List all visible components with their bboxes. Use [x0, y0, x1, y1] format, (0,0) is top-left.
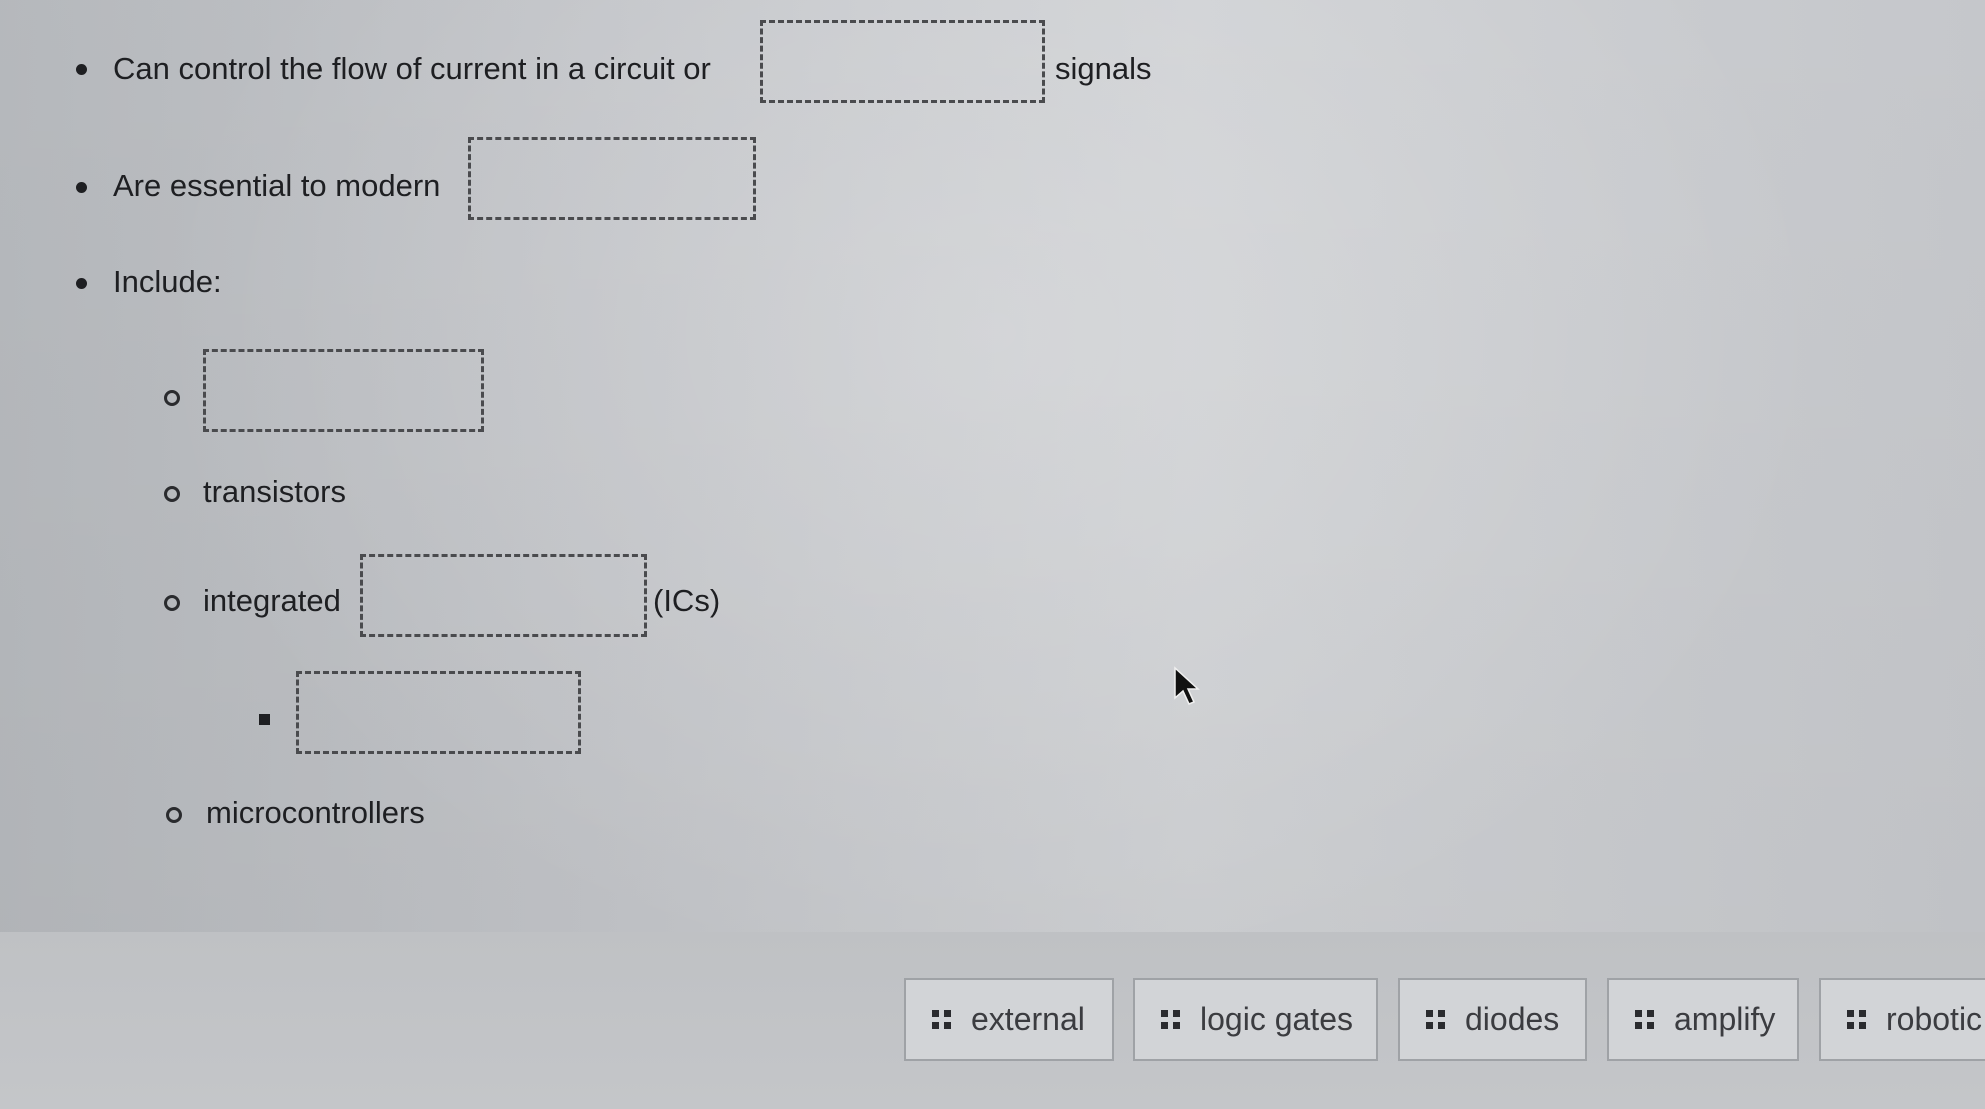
tile-label: diodes	[1465, 1001, 1560, 1037]
drag-handle-icon	[932, 1009, 952, 1030]
tile-label: external	[971, 1001, 1085, 1037]
drag-handle-icon	[1635, 1009, 1655, 1030]
drop-zone-4[interactable]	[360, 554, 647, 637]
item-1-suffix: signals	[1055, 51, 1152, 86]
word-tile-external[interactable]: external	[904, 978, 1114, 1061]
tile-label: logic gates	[1200, 1001, 1353, 1037]
drop-zone-1[interactable]	[760, 20, 1045, 103]
sub-bullet-circle	[164, 595, 180, 611]
drop-zone-5[interactable]	[296, 671, 581, 754]
sub-item-integrated: integrated	[203, 583, 341, 618]
bullet-dot	[76, 64, 87, 75]
drag-handle-icon	[1426, 1009, 1446, 1030]
drop-zone-3[interactable]	[203, 349, 484, 432]
drop-zone-2[interactable]	[468, 137, 756, 220]
sub-item-transistors: transistors	[203, 474, 346, 509]
sub-bullet-circle	[164, 486, 180, 502]
word-tile-amplify[interactable]: amplify	[1607, 978, 1799, 1061]
mouse-pointer-icon	[1174, 666, 1200, 705]
sub-item-ics: (ICs)	[653, 583, 721, 618]
word-tile-logic-gates[interactable]: logic gates	[1133, 978, 1378, 1061]
word-tile-robotic[interactable]: robotic	[1819, 978, 1985, 1061]
sub-bullet-circle	[166, 807, 182, 823]
sub-item-microcontrollers: microcontrollers	[206, 795, 425, 830]
drag-handle-icon	[1161, 1009, 1181, 1030]
item-2-text: Are essential to modern	[113, 168, 441, 203]
word-tile-diodes[interactable]: diodes	[1398, 978, 1587, 1061]
tile-label: robotic	[1886, 1001, 1983, 1037]
drag-handle-icon	[1847, 1009, 1867, 1030]
bullet-dot	[76, 278, 87, 289]
sub-sub-bullet-square	[259, 714, 270, 725]
sub-bullet-circle	[164, 390, 180, 406]
bullet-dot	[76, 182, 87, 193]
item-1-text: Can control the flow of current in a cir…	[113, 51, 711, 86]
item-3-label: Include:	[113, 264, 222, 299]
tile-label: amplify	[1674, 1001, 1776, 1037]
